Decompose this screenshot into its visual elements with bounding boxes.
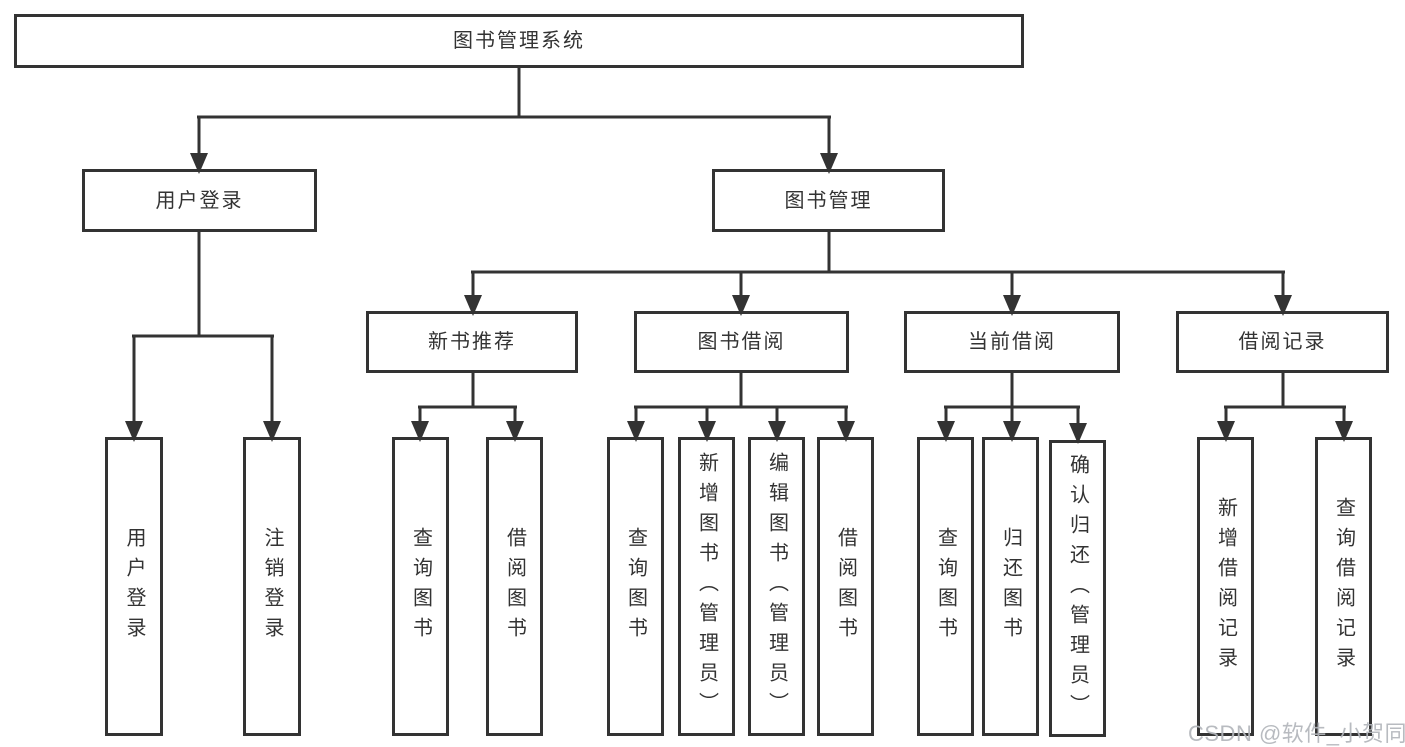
node-label: 查询借阅记录	[1332, 496, 1355, 677]
node-label: 查询图书	[624, 526, 647, 647]
node-label: 借阅图书	[503, 526, 526, 647]
node-label: 查询图书	[409, 526, 432, 647]
node-label: 查询图书	[934, 526, 957, 647]
connector-current-borrow-to-leaves	[937, 373, 1087, 444]
node-label: 新书推荐	[428, 331, 516, 353]
connector-book-borrow-to-leaves	[627, 373, 855, 442]
node-book-borrow: 图书借阅	[634, 311, 849, 373]
node-label: 新增图书（管理员）	[695, 451, 718, 722]
node-cb-return-books: 归还图书	[982, 437, 1039, 736]
watermark-text: CSDN @软件_小贺同学	[1188, 721, 1405, 746]
node-br-add-record: 新增借阅记录	[1197, 437, 1254, 736]
node-label: 新增借阅记录	[1214, 496, 1237, 677]
connector-borrow-records-to-leaves	[1217, 373, 1353, 442]
node-label: 借阅记录	[1238, 331, 1327, 353]
node-label: 图书管理	[784, 189, 873, 212]
node-label: 当前借阅	[968, 331, 1056, 353]
node-bb-edit-books-admin: 编辑图书（管理员）	[748, 437, 805, 736]
node-label: 编辑图书（管理员）	[765, 451, 788, 722]
connector-root-to-level2	[190, 68, 838, 174]
node-cb-query-books: 查询图书	[917, 437, 974, 736]
node-bb-borrow-books: 借阅图书	[817, 437, 874, 736]
node-logout-leaf: 注销登录	[243, 437, 301, 736]
node-cb-confirm-return-admin: 确认归还（管理员）	[1049, 440, 1106, 737]
node-label: 归还图书	[999, 526, 1022, 647]
node-nb-borrow-books: 借阅图书	[486, 437, 543, 736]
node-label: 图书借阅	[697, 331, 786, 353]
node-user-login-leaf: 用户登录	[105, 437, 163, 736]
connector-new-book-recommend-to-leaves	[411, 373, 524, 442]
node-label: 确认归还（管理员）	[1066, 453, 1089, 724]
node-bb-query-books: 查询图书	[607, 437, 664, 736]
node-label: 用户登录	[123, 526, 145, 647]
node-user-login: 用户登录	[82, 169, 317, 232]
node-borrow-records: 借阅记录	[1176, 311, 1389, 373]
node-root: 图书管理系统	[14, 14, 1024, 68]
node-book-management: 图书管理	[712, 169, 945, 232]
node-new-book-recommend: 新书推荐	[366, 311, 578, 373]
node-current-borrow: 当前借阅	[904, 311, 1120, 373]
node-label: 借阅图书	[834, 526, 857, 647]
node-label: 图书管理系统	[453, 30, 585, 52]
node-br-query-record: 查询借阅记录	[1315, 437, 1372, 736]
connector-user-login-to-leaves	[125, 232, 281, 442]
node-label: 用户登录	[155, 189, 244, 212]
node-label: 注销登录	[261, 526, 283, 647]
node-bb-add-books-admin: 新增图书（管理员）	[678, 437, 735, 736]
connector-book-management-to-level3	[464, 232, 1292, 316]
node-nb-query-books: 查询图书	[392, 437, 449, 736]
